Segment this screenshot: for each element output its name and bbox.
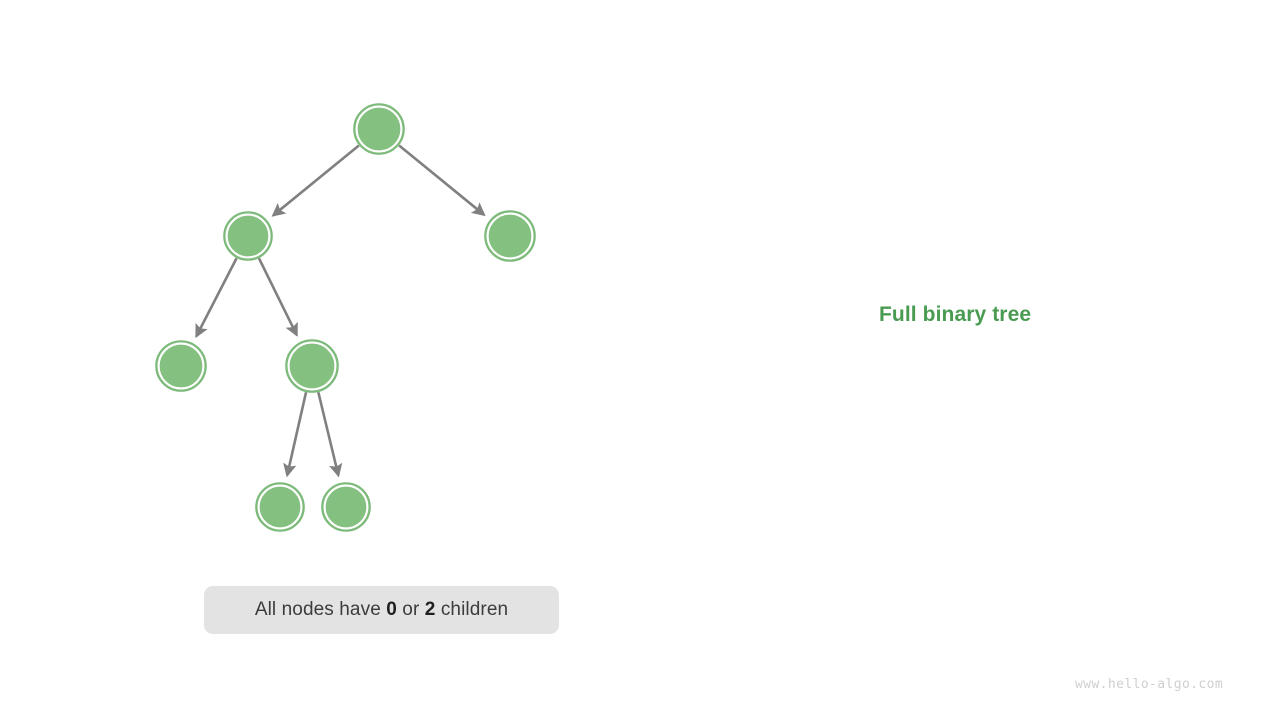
tree-node-disc [228, 216, 268, 256]
watermark: www.hello-algo.com [1075, 677, 1224, 692]
tree-node-inner-ring [355, 105, 403, 153]
tree-node [285, 339, 339, 393]
caption-prefix: All nodes have [254, 599, 387, 620]
node-layer [155, 103, 536, 532]
tree-edge [195, 257, 238, 339]
tree-edge [271, 144, 360, 217]
tree-node-inner-ring [157, 342, 205, 390]
caption-middle: or [396, 599, 425, 620]
tree-node [321, 482, 371, 532]
caption-bold-zero: 0 [386, 599, 397, 620]
tree-node [484, 210, 536, 262]
tree-edge [257, 257, 298, 337]
tree-node-disc [358, 108, 400, 150]
tree-node [155, 340, 207, 392]
tree-node-inner-ring [323, 484, 369, 530]
caption-suffix: children [435, 599, 509, 620]
tree-node-inner-ring [225, 213, 271, 259]
tree-node [255, 482, 305, 532]
tree-node-inner-ring [257, 484, 303, 530]
tree-node-disc [260, 487, 300, 527]
caption-text: All nodes have 0 or 2 children [255, 599, 508, 621]
tree-node-disc [290, 344, 334, 388]
edge-layer [195, 144, 486, 478]
tree-node-inner-ring [287, 341, 337, 391]
caption-bold-two: 2 [424, 599, 436, 620]
tree-node [223, 211, 273, 261]
tree-node-disc [489, 215, 531, 257]
tree-node-disc [326, 487, 366, 527]
tree-node [353, 103, 405, 155]
tree-edge [317, 391, 343, 478]
tree-node-inner-ring [486, 212, 534, 260]
tree-edge [398, 144, 486, 217]
figure-title: Full binary tree [879, 303, 1032, 326]
tree-edge [283, 392, 308, 478]
caption-box: All nodes have 0 or 2 children [204, 586, 559, 634]
tree-node-disc [160, 345, 202, 387]
